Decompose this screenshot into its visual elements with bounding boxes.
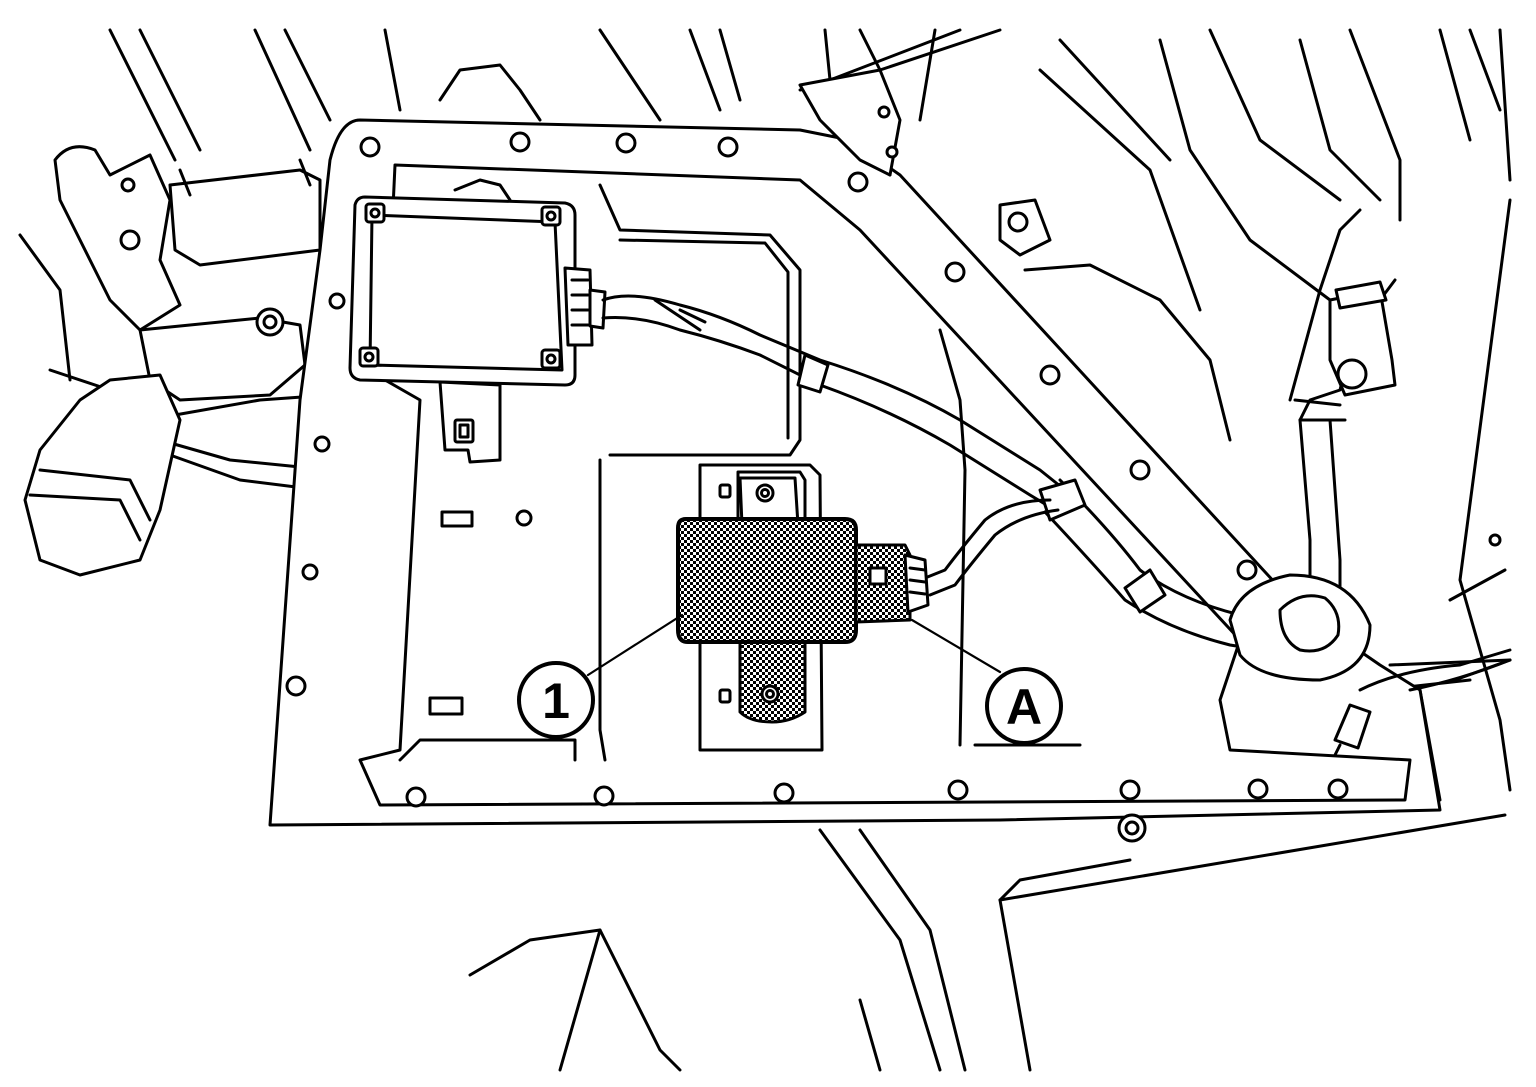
- leader-lines: [586, 613, 1002, 677]
- callout-1-label: 1: [542, 673, 570, 729]
- component-1-module: [676, 463, 930, 752]
- wiring-harness: [601, 294, 1512, 757]
- callout-1: 1: [517, 661, 595, 739]
- plate-bolt-holes: [285, 131, 1502, 808]
- right-side-clip: [1288, 208, 1397, 602]
- callout-a: A: [985, 667, 1063, 745]
- upper-module: [348, 178, 607, 464]
- callout-a-label: A: [1006, 679, 1042, 735]
- upper-right-bracket: [798, 68, 1147, 843]
